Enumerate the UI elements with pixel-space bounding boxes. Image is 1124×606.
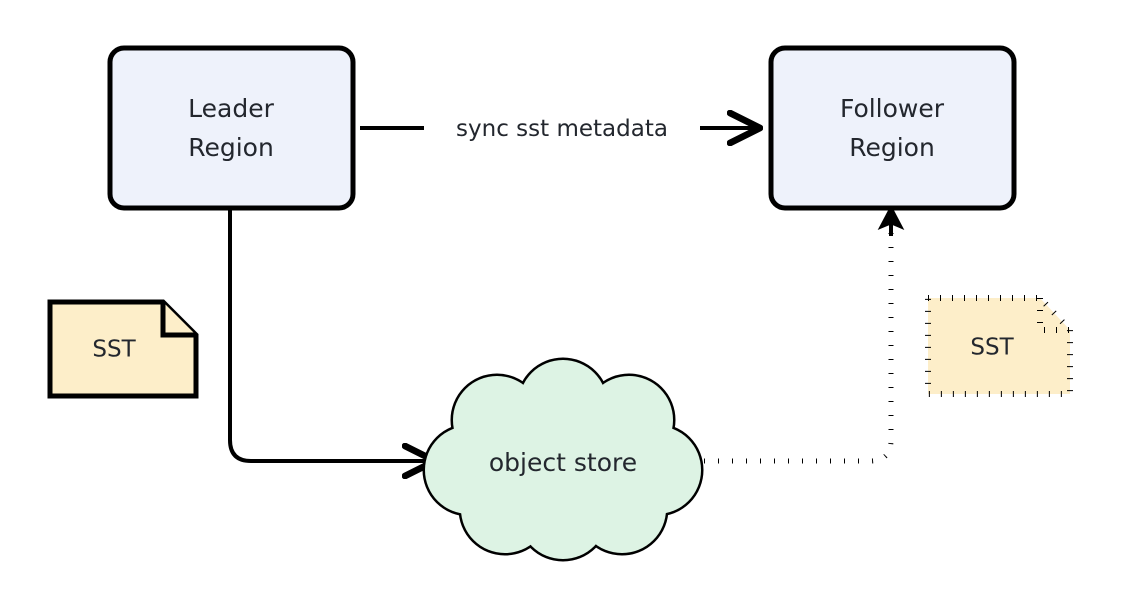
leader-region-label-line1: Leader	[188, 94, 274, 123]
leader-region-label-line2: Region	[188, 133, 274, 162]
leader-region-box[interactable]	[107, 45, 356, 211]
object-store-cloud[interactable]: object store	[422, 357, 704, 562]
edge-object-store-to-follower	[690, 204, 905, 464]
object-store-label: object store	[489, 448, 637, 477]
follower-region-label-line2: Region	[849, 133, 935, 162]
edge-leader-to-follower: sync sst metadata	[360, 116, 757, 142]
leader-region-node[interactable]: Leader Region	[107, 45, 356, 211]
sst-note-follower-fill[interactable]	[928, 298, 1070, 394]
sst-note-leader-fold	[160, 302, 196, 338]
object-store-cloud-shape[interactable]	[422, 357, 704, 562]
follower-region-label-line1: Follower	[840, 94, 945, 123]
edge-fetch-path	[690, 228, 894, 464]
sst-note-follower-label: SST	[970, 335, 1014, 361]
edge-sync-label: sync sst metadata	[456, 116, 668, 142]
sst-note-leader[interactable]: SST	[47, 299, 199, 399]
edge-upload-path	[228, 208, 432, 461]
sst-note-follower[interactable]: SST	[925, 295, 1073, 397]
sst-note-leader-body[interactable]	[47, 299, 199, 399]
sst-note-leader-label: SST	[92, 337, 136, 363]
edge-leader-to-object-store	[228, 208, 432, 461]
follower-region-node[interactable]: Follower Region	[768, 45, 1017, 211]
follower-region-box[interactable]	[768, 45, 1017, 211]
